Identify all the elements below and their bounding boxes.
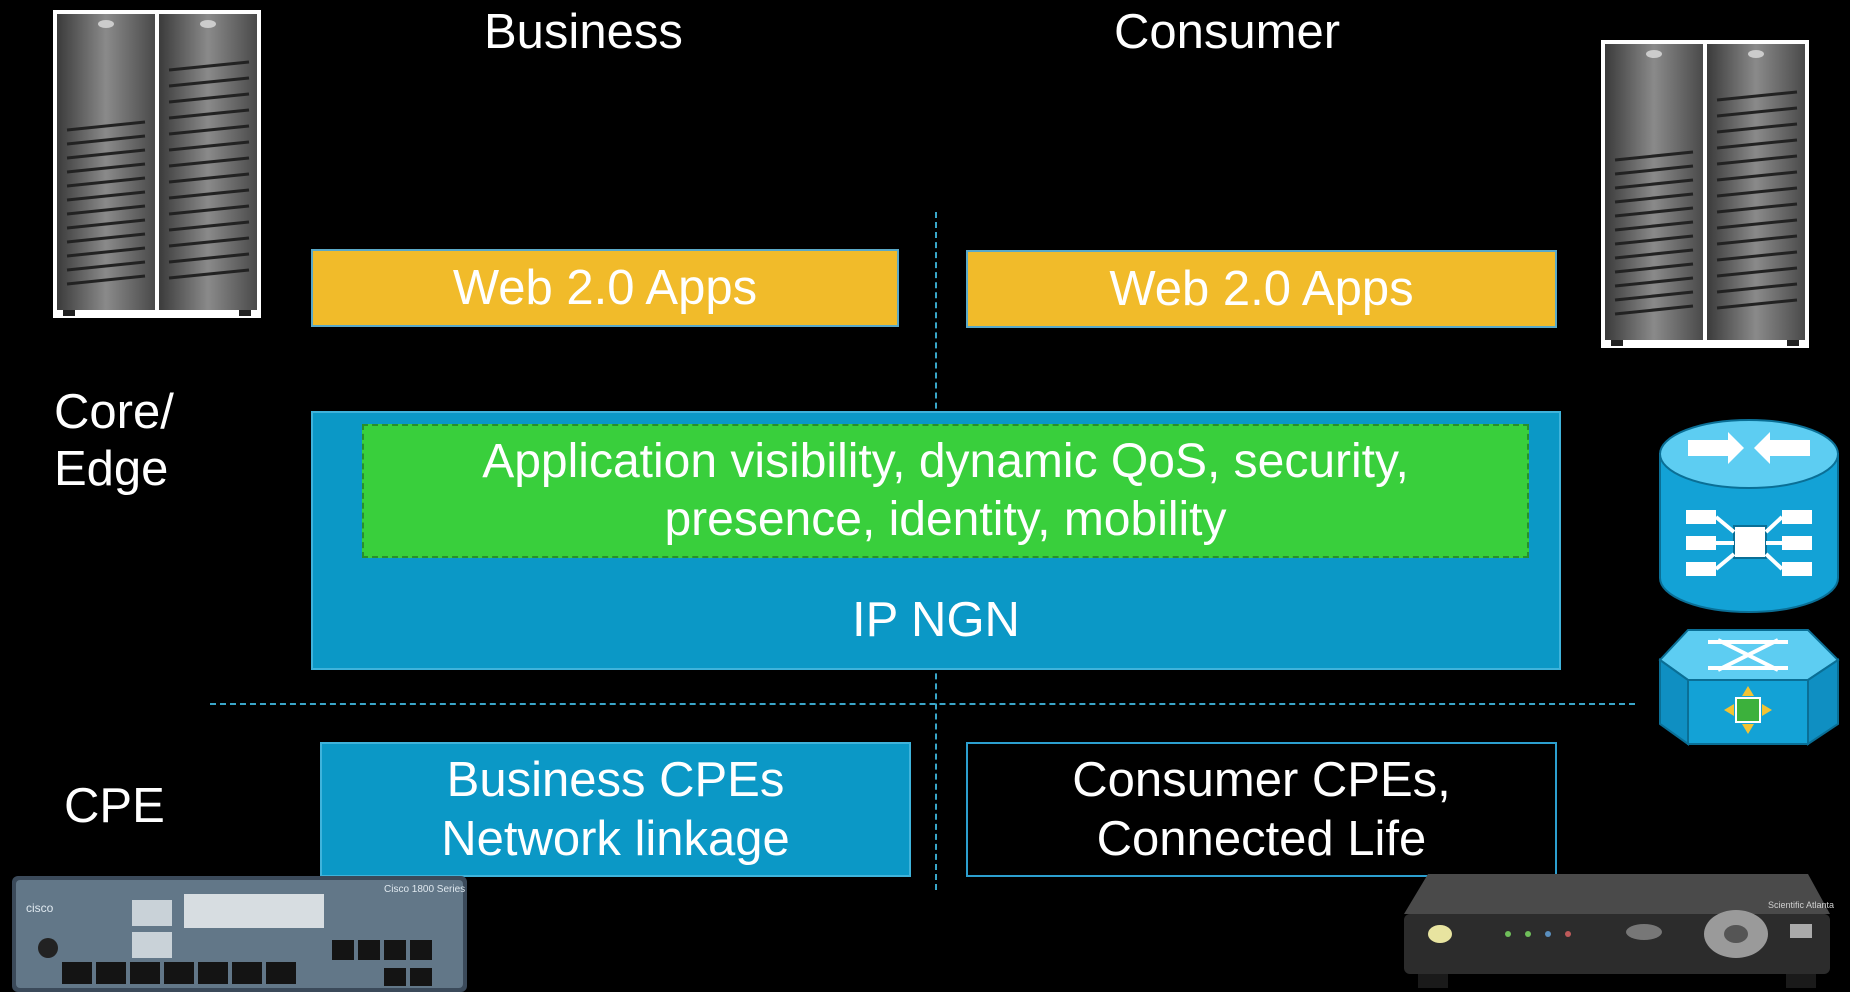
consumer-cpe-line1: Consumer CPEs, [1072, 752, 1451, 807]
switch-icon [1658, 629, 1840, 746]
web-apps-consumer-box: Web 2.0 Apps [966, 250, 1557, 328]
settop-box-icon: Scientific Atlanta [1404, 874, 1834, 988]
horizontal-divider [210, 703, 1635, 705]
business-cpe-line2: Network linkage [441, 811, 790, 866]
cisco-router-icon: cisco Cisco 1800 Series [12, 876, 467, 992]
cpe-label: CPE [64, 779, 165, 833]
web-apps-business-box: Web 2.0 Apps [311, 249, 899, 327]
services-line2: presence, identity, mobility [664, 493, 1227, 546]
core-edge-label-line2: Edge [54, 441, 169, 496]
router-brand-text: cisco [26, 901, 54, 915]
ip-ngn-label: IP NGN [852, 593, 1020, 647]
web-apps-business-label: Web 2.0 Apps [452, 261, 758, 315]
web-apps-consumer-label: Web 2.0 Apps [1109, 262, 1414, 316]
core-edge-label: Core/ Edge [54, 384, 174, 498]
services-box: Application visibility, dynamic QoS, sec… [362, 424, 1529, 558]
router-icon [1659, 419, 1839, 613]
core-edge-label-line1: Core/ [54, 385, 174, 439]
business-heading: Business [484, 5, 683, 59]
consumer-cpe-box: Consumer CPEs, Connected Life [966, 742, 1557, 877]
router-series-text: Cisco 1800 Series [384, 884, 465, 895]
settop-brand-text: Scientific Atlanta [1768, 900, 1834, 910]
server-left-icon [53, 10, 261, 318]
consumer-cpe-line2: Connected Life [1096, 811, 1427, 866]
server-right-icon [1601, 40, 1809, 348]
services-line1: Application visibility, dynamic QoS, sec… [482, 435, 1409, 489]
consumer-heading: Consumer [1114, 5, 1341, 59]
business-cpe-line1: Business CPEs [446, 752, 785, 807]
business-cpe-box: Business CPEs Network linkage [320, 742, 911, 877]
